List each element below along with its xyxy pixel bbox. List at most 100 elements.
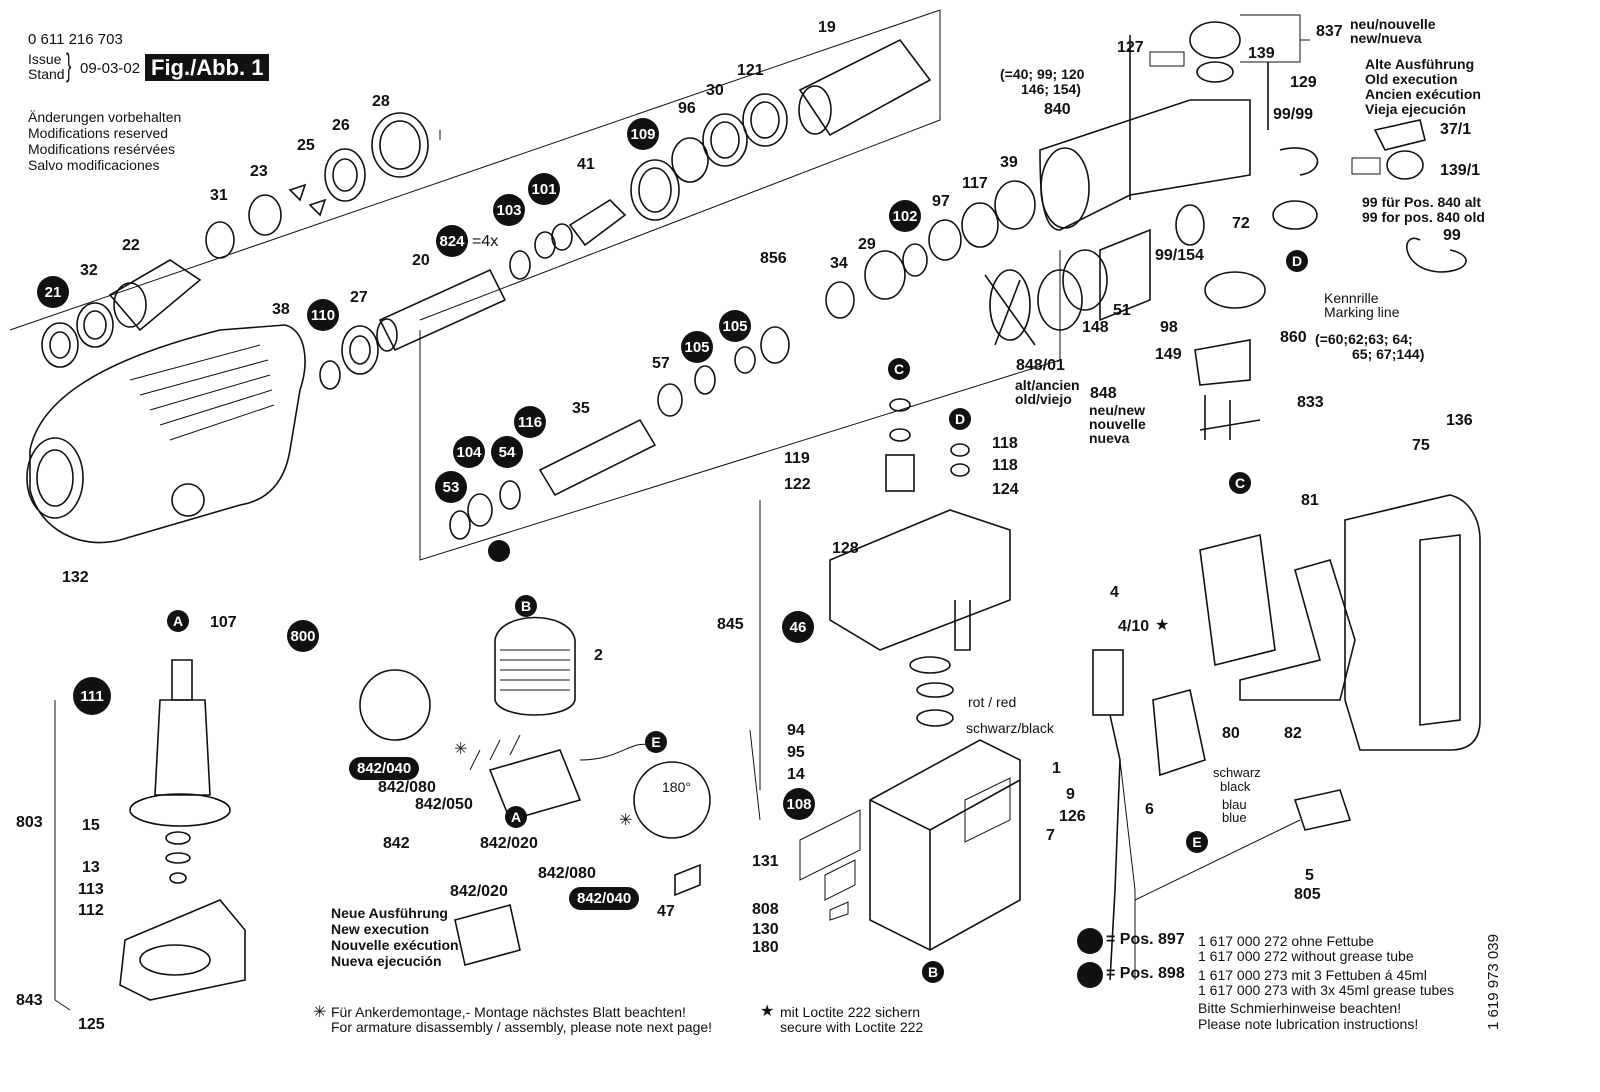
part-label: 136 <box>1446 412 1473 429</box>
note-old-execution: Vieja ejecución <box>1365 101 1466 117</box>
connector-d: D <box>1286 250 1308 272</box>
disclaimer-en: Modifications reserved <box>28 125 169 141</box>
part-badge: 46 <box>782 611 814 643</box>
part-label: 20 <box>412 252 430 269</box>
connector-c: C <box>888 358 910 380</box>
note-new: neu/new <box>1089 402 1146 418</box>
part-label: 842/020 <box>450 883 508 900</box>
part-badge: 101 <box>528 173 560 205</box>
part-label: 127 <box>1117 39 1144 56</box>
part-label: 131 <box>752 853 779 870</box>
part-badge: 54 <box>491 436 523 468</box>
part-label: 47 <box>657 903 675 920</box>
part-label: 124 <box>992 481 1019 498</box>
connector-e: E <box>1186 831 1208 853</box>
disclaimer-fr: Modifications resérvées <box>28 141 176 157</box>
part-label: 15 <box>82 817 100 834</box>
note-wire-black: black <box>1220 779 1251 794</box>
disclaimer-de: Änderungen vorbehalten <box>28 109 182 125</box>
lubrication-note: Bitte Schmierhinweise beachten! <box>1198 1000 1402 1016</box>
note-old: alt/ancien <box>1015 377 1080 393</box>
part-label: 81 <box>1301 492 1319 509</box>
part-label: 25 <box>297 137 315 154</box>
part-badge: 102 <box>889 200 921 232</box>
part-label: 149 <box>1155 346 1182 363</box>
issue-label: Issue <box>28 51 62 67</box>
note-new: nouvelle <box>1089 416 1146 432</box>
grease-dot <box>488 540 510 562</box>
part-equiv: (=60;62;63; 64; <box>1315 331 1413 347</box>
part-label: 842/050 <box>415 796 473 813</box>
part-label: 122 <box>784 476 811 493</box>
note-wire-blue: blue <box>1222 810 1247 825</box>
armature-note: For armature disassembly / assembly, ple… <box>331 1019 713 1035</box>
part-label: 34 <box>830 255 848 272</box>
part-label: 845 <box>717 616 744 633</box>
note-new-execution: Nouvelle exécution <box>331 937 459 953</box>
part-label: 843 <box>16 992 43 1009</box>
note-99: 99 for pos. 840 old <box>1362 209 1485 225</box>
note-wire-black: schwarz <box>1213 765 1261 780</box>
part-label: 139 <box>1248 45 1275 62</box>
part-badge: 104 <box>453 436 485 468</box>
part-label: 75 <box>1412 437 1430 454</box>
part-label: 6 <box>1145 801 1154 818</box>
legend-line: 1 617 000 273 mit 3 Fettuben á 45ml <box>1198 967 1427 983</box>
loctite-note: secure with Loctite 222 <box>780 1019 924 1035</box>
part-label: 39 <box>1000 154 1018 171</box>
part-label: 99/99 <box>1273 106 1314 123</box>
connector-d: D <box>949 408 971 430</box>
part-label: 132 <box>62 569 89 586</box>
armature-note: Für Ankerdemontage,- Montage nächstes Bl… <box>331 1004 686 1020</box>
part-label: 129 <box>1290 74 1317 91</box>
connector-a: A <box>505 806 527 828</box>
part-label: 57 <box>652 355 670 372</box>
disclaimer-es: Salvo modificaciones <box>28 157 160 173</box>
loctite-star-icon: ★ <box>1155 617 1170 634</box>
part-badge: 824 <box>436 225 468 257</box>
part-badge: 842/040 <box>569 887 640 910</box>
figure-label: Fig./Abb. 1 <box>145 54 270 82</box>
part-label: 38 <box>272 301 290 318</box>
part-label: 4 <box>1110 584 1119 601</box>
part-label: 148 <box>1082 319 1109 336</box>
bracket: } <box>66 47 72 83</box>
part-label: 96 <box>678 100 696 117</box>
part-label: 833 <box>1297 394 1324 411</box>
note-marking-line: Kennrille <box>1324 290 1379 306</box>
part-label: 4/10 <box>1118 618 1150 635</box>
part-badge: 110 <box>307 299 339 331</box>
part-label: 37/1 <box>1440 121 1472 138</box>
part-label: 121 <box>737 62 764 79</box>
part-label: 41 <box>577 156 595 173</box>
note-ring-black: schwarz/black <box>966 720 1054 736</box>
part-label: 112 <box>78 902 104 919</box>
part-label: 128 <box>832 540 859 557</box>
asterisk-icon: ✳ <box>619 812 633 829</box>
rotation-angle: 180° <box>662 779 691 795</box>
legend-pos: = Pos. 898 <box>1106 965 1185 982</box>
star-icon: ★ <box>760 1003 775 1020</box>
part-label: 30 <box>706 82 724 99</box>
part-label: 28 <box>372 93 390 110</box>
part-label: 842 <box>383 835 410 852</box>
lubrication-note: Please note lubrication instructions! <box>1198 1016 1419 1032</box>
note-old-execution: Alte Ausführung <box>1365 56 1475 72</box>
note-new: nueva <box>1089 430 1130 446</box>
note-new-execution: Neue Ausführung <box>331 905 448 921</box>
part-label: 23 <box>250 163 268 180</box>
part-label: 98 <box>1160 319 1178 336</box>
part-label: 118 <box>992 457 1018 474</box>
part-badge: 800 <box>287 620 319 652</box>
part-equiv: (=40; 99; 120 <box>1000 66 1085 82</box>
part-badge: 109 <box>627 118 659 150</box>
part-label: 80 <box>1222 725 1240 742</box>
part-label: 107 <box>210 614 237 631</box>
part-label: 95 <box>787 744 805 761</box>
part-label: 113 <box>78 881 104 898</box>
connector-b: B <box>922 961 944 983</box>
note-old-execution: Ancien exécution <box>1365 86 1481 102</box>
part-label: 1 <box>1052 760 1061 777</box>
legend-line: 1 617 000 273 with 3x 45ml grease tubes <box>1198 982 1455 998</box>
part-badge: 842/040 <box>349 757 420 780</box>
